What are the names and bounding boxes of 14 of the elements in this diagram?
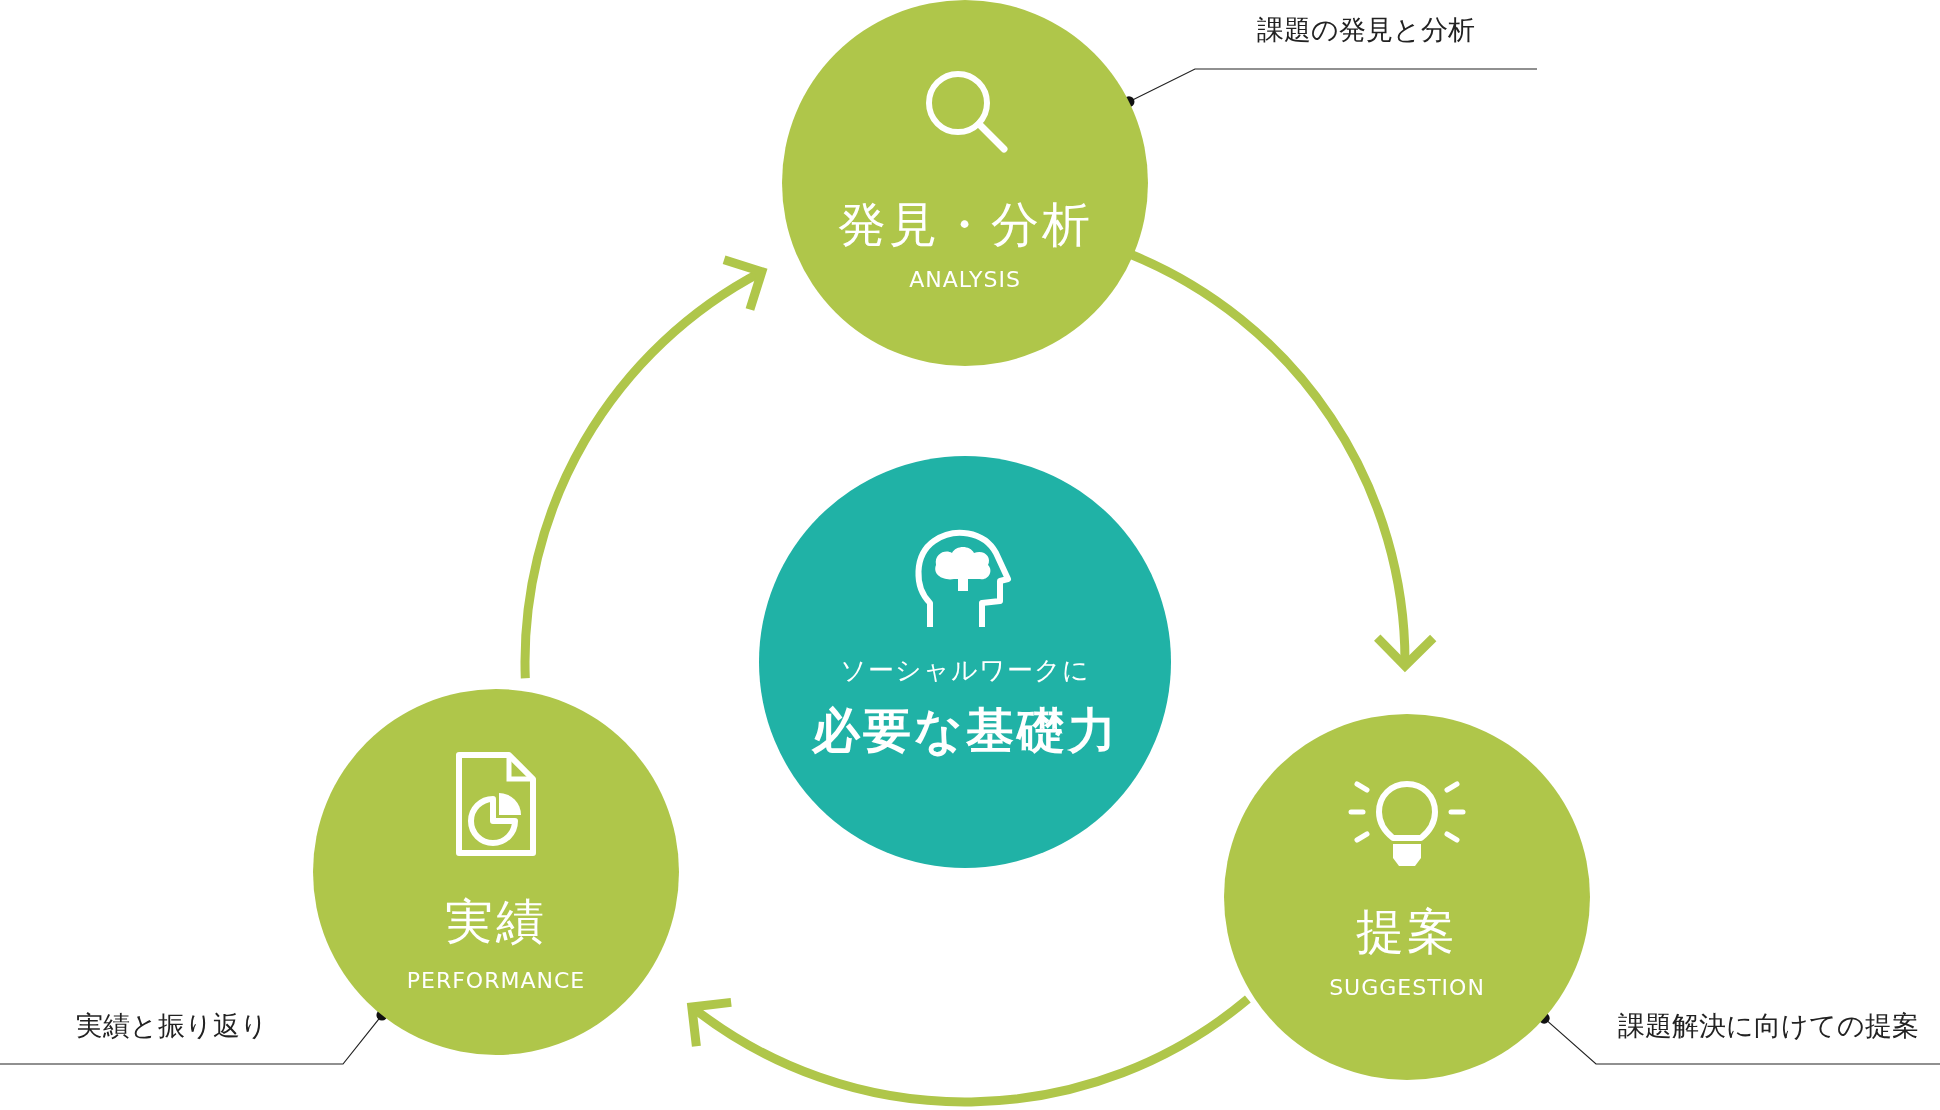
center-subtitle: ソーシャルワークに xyxy=(839,655,1091,687)
stage-subtitle: PERFORMANCE xyxy=(405,967,587,995)
callout-text: 課題の発見と分析 xyxy=(1257,13,1475,47)
stage-subtitle: ANALYSIS xyxy=(908,266,1022,294)
center-title: 必要な基礎力 xyxy=(810,702,1120,760)
leader-line xyxy=(1538,1012,1940,1065)
stage-subtitle: SUGGESTION xyxy=(1328,974,1486,1002)
stage-title: 発見・分析 xyxy=(836,196,1094,254)
cycle-arrow xyxy=(687,995,1251,1106)
callout-text: 実績と振り返り xyxy=(75,1009,268,1043)
callout-text: 課題解決に向けての提案 xyxy=(1617,1009,1919,1043)
stage-title: 提案 xyxy=(1355,903,1459,961)
stage-title: 実績 xyxy=(444,893,548,951)
cycle-arrow xyxy=(520,257,767,679)
